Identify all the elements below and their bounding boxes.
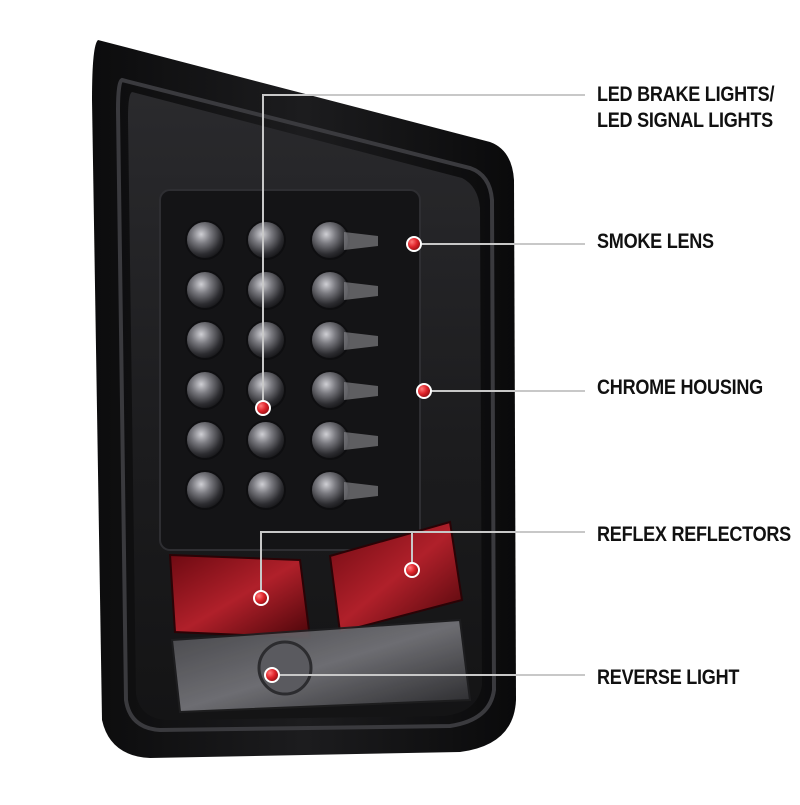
callout-label-chrome-housing: CHROME HOUSING bbox=[597, 375, 763, 401]
callout-dot-smoke-lens bbox=[406, 236, 422, 252]
callout-label-led-lights: LED BRAKE LIGHTS/ LED SIGNAL LIGHTS bbox=[597, 82, 774, 134]
callout-dot-chrome-housing bbox=[416, 383, 432, 399]
callout-reverse-light-text: REVERSE LIGHT bbox=[597, 666, 740, 689]
led-signal-tab bbox=[344, 432, 378, 450]
led-bulb bbox=[185, 420, 225, 460]
led-bulb bbox=[246, 320, 286, 360]
led-signal-tab bbox=[344, 382, 378, 400]
led-bulb bbox=[246, 470, 286, 510]
reverse-light-bulb bbox=[257, 640, 313, 696]
callout-dot-reflector-left bbox=[253, 590, 269, 606]
led-panel bbox=[159, 189, 421, 551]
led-bulb bbox=[310, 320, 350, 360]
led-bulb bbox=[310, 370, 350, 410]
callout-dot-reverse-light bbox=[264, 667, 280, 683]
led-bulb bbox=[185, 470, 225, 510]
led-bulb bbox=[246, 220, 286, 260]
callout-dot-reflector-right bbox=[404, 562, 420, 578]
led-bulb bbox=[310, 220, 350, 260]
led-bulb bbox=[246, 270, 286, 310]
led-array bbox=[185, 220, 378, 510]
callout-chrome-housing-text: CHROME HOUSING bbox=[597, 376, 763, 399]
left-reflex-reflector bbox=[168, 553, 312, 640]
led-bulb bbox=[246, 420, 286, 460]
callout-line-led bbox=[262, 94, 585, 408]
led-bulb bbox=[310, 270, 350, 310]
callout-line-reflector-left bbox=[260, 531, 585, 598]
callout-led-line-2: LED SIGNAL LIGHTS bbox=[597, 109, 773, 132]
callout-smoke-lens-text: SMOKE LENS bbox=[597, 230, 714, 253]
callout-dot-led bbox=[255, 400, 271, 416]
led-bulb bbox=[310, 420, 350, 460]
led-bulb bbox=[185, 220, 225, 260]
led-bulb bbox=[185, 270, 225, 310]
right-reflex-reflector bbox=[328, 520, 464, 634]
callout-label-smoke-lens: SMOKE LENS bbox=[597, 229, 714, 255]
led-signal-tab bbox=[344, 282, 378, 300]
callout-led-line-1: LED BRAKE LIGHTS/ bbox=[597, 83, 775, 106]
led-signal-tab bbox=[344, 232, 378, 250]
callout-label-reflex-reflectors: REFLEX REFLECTORS bbox=[597, 522, 791, 548]
led-bulb bbox=[310, 470, 350, 510]
chrome-housing-rim bbox=[115, 77, 497, 733]
callout-label-reverse-light: REVERSE LIGHT bbox=[597, 665, 739, 691]
led-bulb bbox=[185, 320, 225, 360]
callout-reflex-reflectors-text: REFLEX REFLECTORS bbox=[597, 523, 791, 546]
led-signal-tab bbox=[344, 332, 378, 350]
reverse-light-lens bbox=[170, 618, 472, 714]
led-signal-tab bbox=[344, 482, 378, 500]
led-bulb bbox=[185, 370, 225, 410]
